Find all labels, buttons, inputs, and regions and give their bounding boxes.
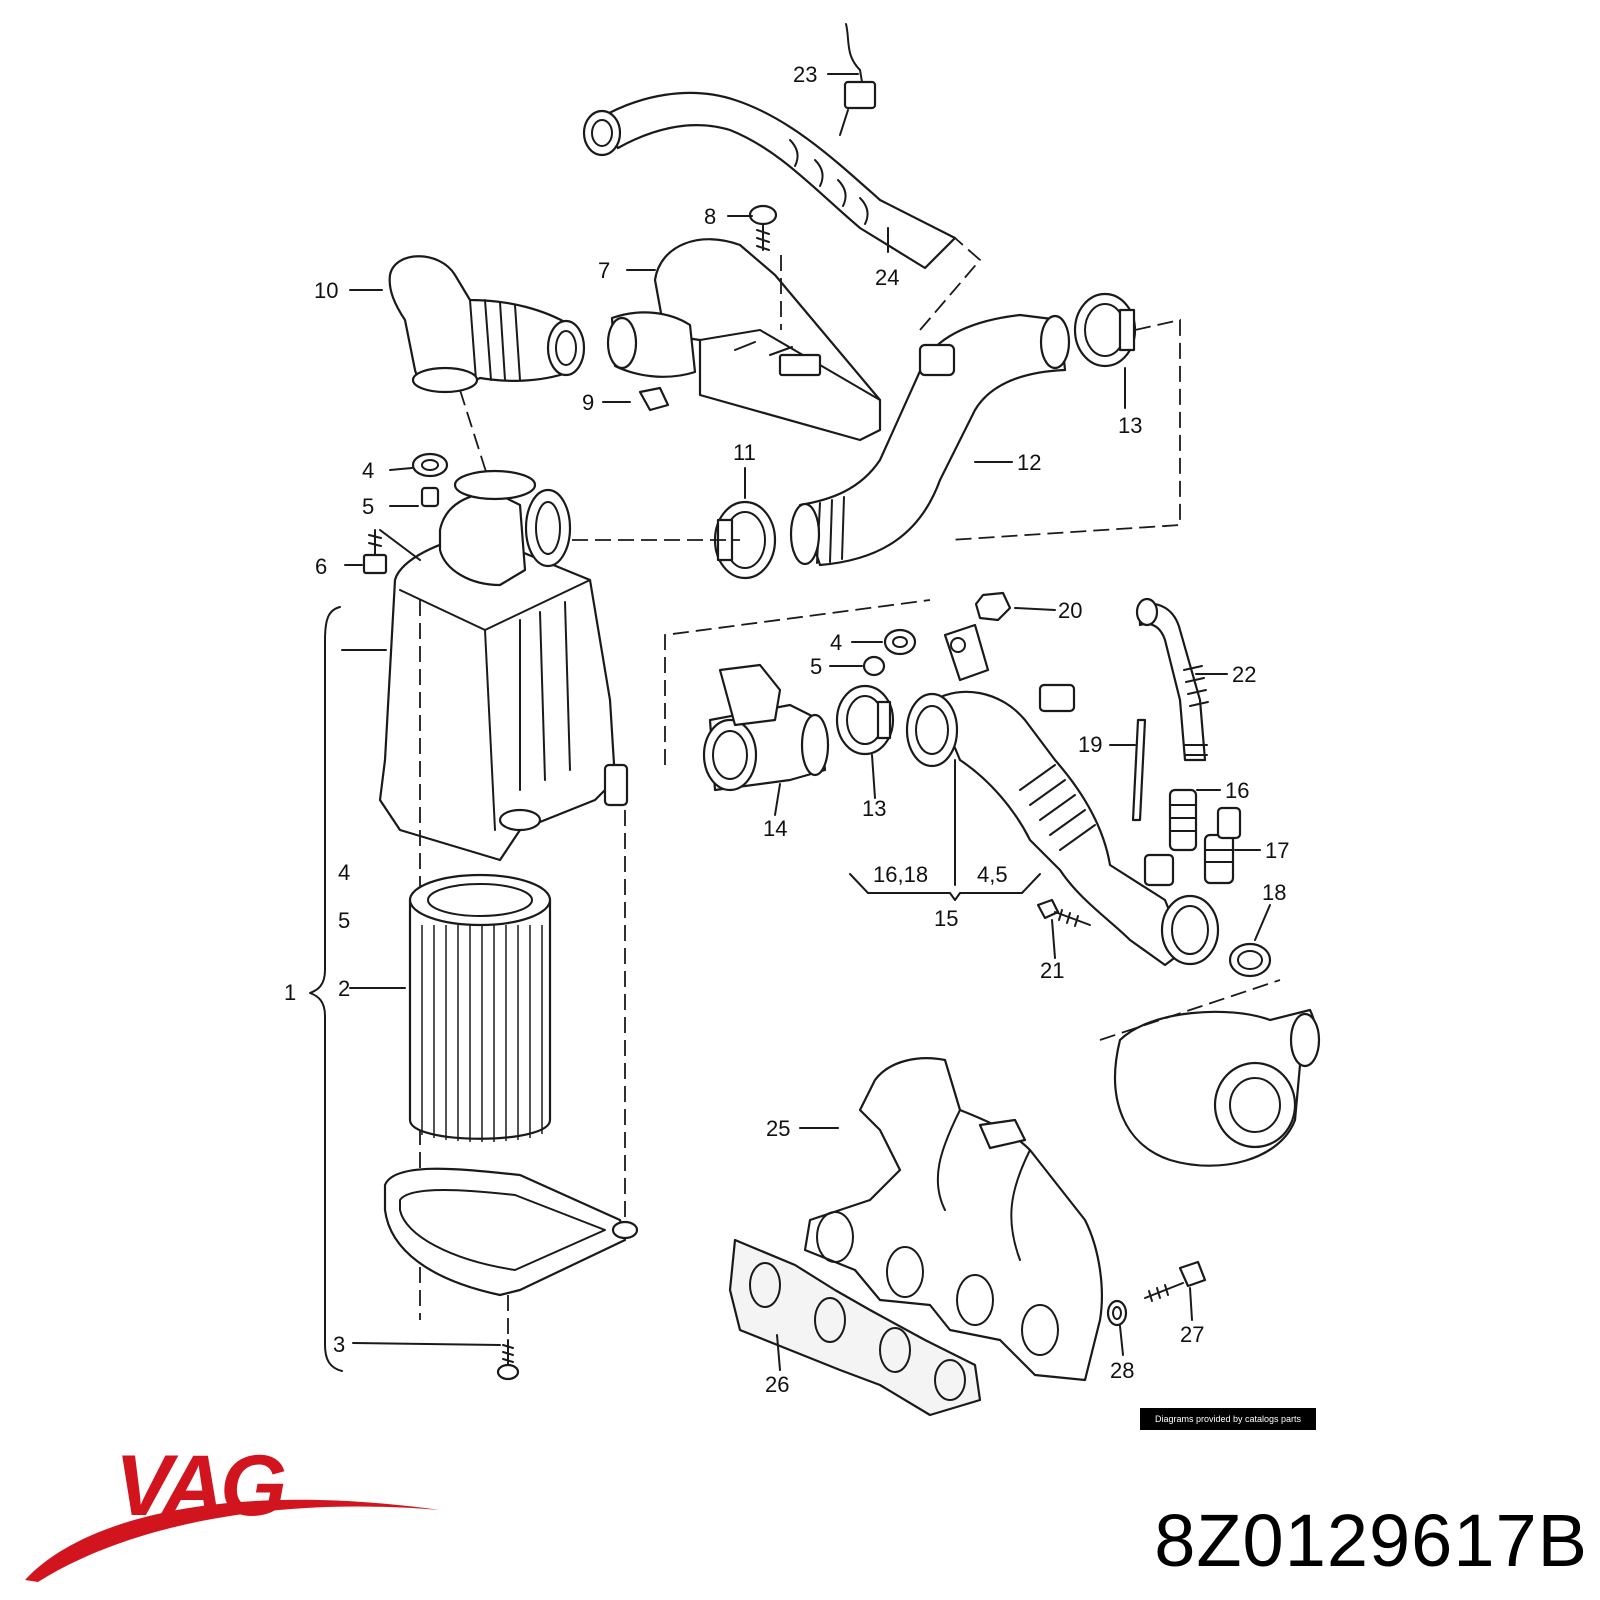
diagram-credit-label: Diagrams provided by catalogs parts (1140, 1408, 1316, 1430)
callout-5-mid: 5 (810, 654, 822, 679)
assembly-boundary-right (949, 318, 1181, 541)
part-25-exhaust-manifold (803, 1057, 1103, 1382)
callout-4-lower: 4 (338, 860, 350, 885)
part-26-manifold-gasket (728, 1238, 982, 1417)
part-5-bushing-mid (862, 655, 886, 677)
part-20-nut (943, 591, 1012, 682)
callout-16: 16 (1225, 778, 1249, 803)
callout-23: 23 (793, 62, 817, 87)
part-22-vent-hose (1135, 597, 1209, 762)
callout-8: 8 (704, 204, 716, 229)
callout-12: 12 (1017, 450, 1041, 475)
callout-5-lower: 5 (338, 908, 350, 933)
callout-4-5: 4,5 (977, 862, 1008, 887)
callout-9: 9 (582, 390, 594, 415)
part-13-clamp-lower (835, 684, 895, 756)
air-filter-housing-bottom (383, 810, 639, 1297)
part-10-elbow-hose (388, 255, 586, 501)
part-16-connector (1168, 788, 1198, 852)
callout-18: 18 (1262, 880, 1286, 905)
air-filter-housing-top (378, 469, 740, 1320)
callout-10: 10 (314, 278, 338, 303)
callout-19: 19 (1078, 732, 1102, 757)
vag-logo: VAG (25, 1440, 440, 1582)
part-6-bolt (362, 529, 388, 575)
callout-2: 2 (338, 976, 350, 1001)
callout-20: 20 (1058, 598, 1082, 623)
assembly-boundary-upper (919, 237, 982, 331)
assembly-1-brace (309, 606, 343, 1372)
part-23-hose-clip (839, 23, 877, 136)
part-7-intake-duct (606, 238, 882, 442)
turbocharger (1099, 979, 1321, 1167)
callout-14: 14 (763, 816, 787, 841)
part-4-grommet-mid (883, 628, 917, 656)
part-28-washer (1106, 1299, 1128, 1327)
callout-21: 21 (1040, 958, 1064, 983)
callout-1: 1 (284, 980, 296, 1005)
assembly-15-brace (849, 873, 1041, 901)
part-19-hose (1131, 718, 1147, 822)
part-14-air-mass-meter (702, 663, 830, 792)
part-4-grommet-upper (411, 452, 449, 478)
callout-11: 11 (733, 440, 756, 465)
callout-15: 15 (934, 906, 958, 931)
callout-13a: 13 (1118, 413, 1142, 438)
callout-4-upper: 4 (362, 458, 374, 483)
callout-24: 24 (875, 265, 899, 290)
callout-labels: 23 24 8 7 10 9 13 12 11 4 5 6 20 4 5 22 … (284, 62, 1289, 1397)
part-2-filter-element (408, 873, 552, 1142)
callout-16-18: 16,18 (873, 862, 928, 887)
part-27-stud-bolt (1144, 1260, 1207, 1302)
part-5-bushing-upper (420, 486, 440, 508)
part-17-connector (1203, 806, 1242, 885)
part-9-clip-nut (638, 386, 670, 412)
part-13-clamp-upper (1073, 292, 1137, 368)
callout-25: 25 (766, 1116, 790, 1141)
callout-17: 17 (1265, 838, 1289, 863)
callout-13b: 13 (862, 796, 886, 821)
callout-5-upper: 5 (362, 494, 374, 519)
callout-28: 28 (1110, 1358, 1134, 1383)
leader-lines (341, 73, 1271, 1371)
vag-logo-swoosh (25, 1499, 440, 1582)
callout-4-mid: 4 (830, 630, 842, 655)
part-15-intake-pipe (905, 683, 1220, 967)
callout-3: 3 (333, 1332, 345, 1357)
callout-6: 6 (315, 554, 327, 579)
part-3-screw (496, 1295, 520, 1381)
part-18-o-ring (1228, 942, 1272, 978)
part-24-breather-hose (582, 91, 957, 270)
part-number-label: 8Z0129617B (1154, 1499, 1588, 1582)
callout-7: 7 (598, 258, 610, 283)
assembly-boundary-lower (664, 599, 931, 765)
vag-logo-wordmark: VAG (115, 1440, 285, 1534)
callout-22: 22 (1232, 662, 1256, 687)
callout-27: 27 (1180, 1322, 1204, 1347)
callout-26: 26 (765, 1372, 789, 1397)
part-12-charge-hose (789, 313, 1071, 567)
part-21-bolt (1036, 898, 1091, 927)
